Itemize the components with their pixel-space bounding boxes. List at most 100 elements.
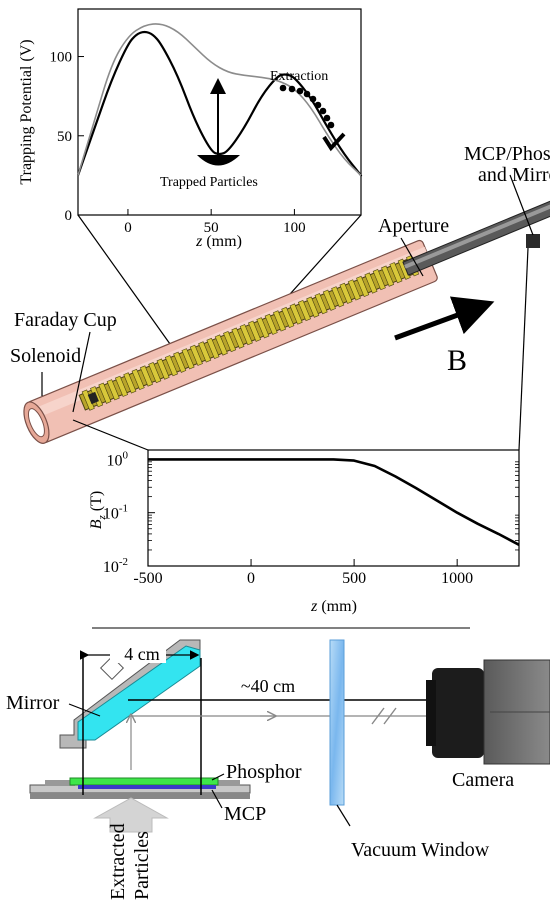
mcp-label-2: and Mirror <box>478 164 550 186</box>
electrode-ring <box>381 265 395 287</box>
aperture-leader <box>400 237 424 277</box>
solenoid-label: Solenoid <box>10 345 81 367</box>
top-xtick-label: 0 <box>124 220 132 236</box>
distance-label: ~40 cm <box>241 676 295 696</box>
detector-assembly: 4 cm ~40 cm Mirror Phosphor MCP Camera V… <box>6 639 550 900</box>
zoom-line-br <box>518 247 529 451</box>
electrode-ring <box>131 368 145 391</box>
top-ytick-label: 50 <box>57 129 72 145</box>
camera-lens <box>432 668 484 758</box>
electrode-ring <box>139 365 153 387</box>
bz-plot-ticks: 100 10-1 10-2 -500 0 500 1000 <box>103 449 519 587</box>
electrode-ring <box>272 310 287 332</box>
mcp-leader <box>509 174 534 236</box>
extraction-label: Extraction <box>270 69 328 84</box>
top-xlabel: z (mm) <box>195 233 242 250</box>
electrode-ring <box>106 379 120 401</box>
top-plot-ticks: 0 50 100 0 50 100 <box>50 50 306 236</box>
bz-xtick-label: 0 <box>247 570 255 587</box>
electrode-ring <box>206 337 220 360</box>
phosphor-label: Phosphor <box>226 761 302 783</box>
electrode-ring <box>181 348 195 370</box>
electrode-ring <box>356 275 370 298</box>
vacuum-window <box>329 639 345 806</box>
electrode-ring <box>347 279 361 301</box>
bz-xtick-label: -500 <box>133 570 162 587</box>
top-xtick-label: 100 <box>283 220 306 236</box>
faraday-cup <box>87 391 99 405</box>
electrode-ring <box>189 344 203 366</box>
extracted-label-1: Extracted <box>107 823 129 900</box>
trap-apparatus: B MCP/Phosphor and Mirror Aperture Farad… <box>10 143 550 444</box>
faraday-cup-label: Faraday Cup <box>14 309 117 331</box>
mcp-label-1: MCP/Phosphor <box>464 143 550 165</box>
bz-ytick-label: 100 <box>107 449 129 469</box>
bz-plot: 100 10-1 10-2 -500 0 500 1000 Bz (T) z (mm) <box>88 449 520 615</box>
extracted-label-2: Particles <box>131 831 153 900</box>
top-ylabel: Trapping Potential (V) <box>18 39 35 184</box>
electrode-ring <box>239 324 253 346</box>
bz-ytick-label: 10-1 <box>103 503 128 523</box>
bz-xtick-label: 1000 <box>441 570 473 587</box>
extracted-particles-arrow <box>93 797 169 833</box>
electrode-ring <box>322 289 336 311</box>
b-field-label: B <box>447 344 467 377</box>
electrode-ring <box>173 351 187 373</box>
extraction-dots <box>279 84 335 129</box>
electrode-ring <box>306 296 320 318</box>
phosphor-screen <box>69 777 219 786</box>
window-leader <box>336 804 351 827</box>
electrode-ring <box>339 282 353 304</box>
trapped-particles-label: Trapped Particles <box>160 175 258 190</box>
extraction-marker <box>322 132 346 152</box>
electrode-ring <box>281 306 295 329</box>
electrode-ring <box>248 320 262 342</box>
electrode-ring <box>98 382 112 404</box>
electrode-ring <box>264 313 278 335</box>
top-ytick-label: 100 <box>50 50 73 66</box>
camera-label: Camera <box>452 769 514 791</box>
electrode-ring <box>314 293 328 315</box>
top-plot: 0 50 100 0 50 100 Extraction Trapped Particle… <box>18 8 362 250</box>
bz-xtick-label: 500 <box>342 570 366 587</box>
vacuum-window-label: Vacuum Window <box>351 839 490 861</box>
electrode-ring <box>364 272 378 294</box>
top-ytick-label: 0 <box>65 208 73 224</box>
mirror <box>77 645 201 741</box>
top-xtick-label: 50 <box>204 220 219 236</box>
width-label: 4 cm <box>124 644 160 664</box>
bz-xlabel: z (mm) <box>310 598 357 615</box>
electrode-ring <box>256 317 270 339</box>
bz-ylabel: Bz (T) <box>88 491 108 530</box>
electrode-ring <box>223 330 237 353</box>
electrode-ring <box>198 341 212 363</box>
electrode-ring <box>156 358 170 380</box>
bz-plot-frame <box>147 449 520 567</box>
zoom-line-bl <box>72 419 149 451</box>
electrode-ring <box>214 334 228 356</box>
electrode-ring <box>372 268 386 291</box>
mcp-plate <box>78 785 216 789</box>
electrode-ring <box>148 361 162 384</box>
zoom-line-left <box>77 214 186 366</box>
electrode-ring <box>114 375 129 397</box>
mirror-label: Mirror <box>6 692 60 714</box>
electrode-ring <box>164 355 178 377</box>
electrode-ring <box>289 303 303 325</box>
electrode-ring <box>231 327 245 349</box>
b-field-arrow <box>394 296 495 341</box>
mirror-leader <box>68 703 101 717</box>
mcp-box <box>526 234 540 248</box>
trapped-particles-blob <box>197 155 240 166</box>
bz-curve <box>148 458 520 546</box>
electrode-ring <box>389 262 403 284</box>
aperture-label: Aperture <box>378 215 449 237</box>
bz-plot-curves <box>148 458 520 546</box>
bz-ytick-label: 10-2 <box>103 556 128 576</box>
electrode-ring <box>331 286 345 308</box>
extraction-potential-curve <box>77 23 362 177</box>
faraday-cup-leader <box>72 331 91 413</box>
electrode-ring <box>297 299 311 322</box>
mcp-label: MCP <box>224 803 266 825</box>
